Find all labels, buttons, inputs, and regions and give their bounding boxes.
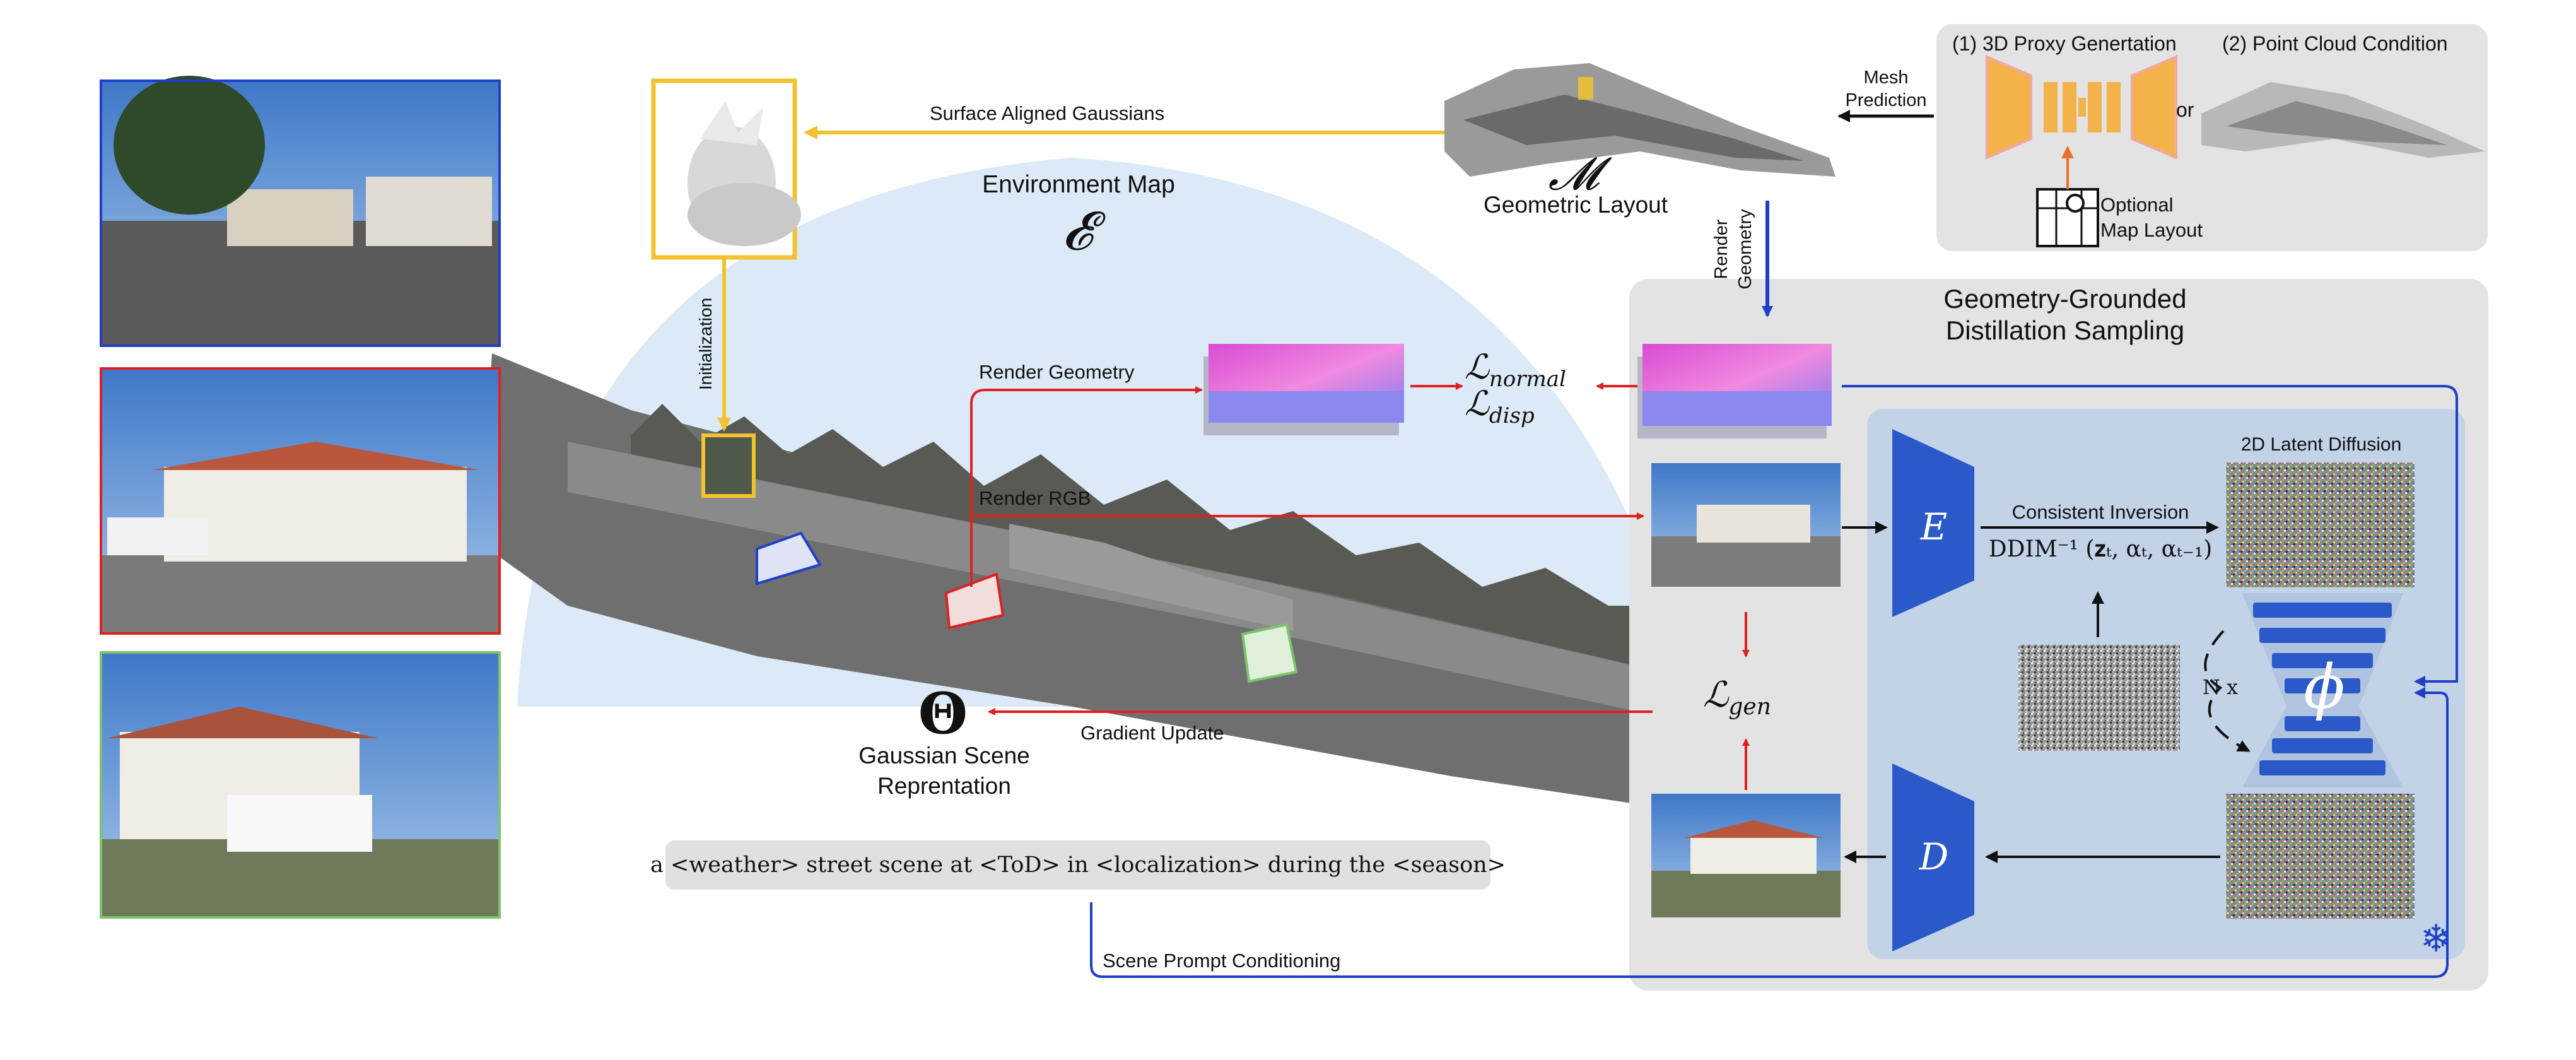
n-times-loop: [2204, 630, 2251, 752]
optional-map-layout-label: Optional: [2100, 194, 2173, 216]
decoder-block: [1892, 763, 1974, 951]
camera-frustum-green: [1241, 623, 1298, 683]
camera-frustum-red: [944, 572, 1005, 630]
gaussian-scene-label-2: Reprentation: [877, 773, 1011, 799]
render-geometry-label: Render Geometry: [979, 361, 1135, 383]
geometric-layout-label: Geometric Layout: [1484, 192, 1668, 218]
input-image-red: [100, 367, 501, 635]
render-rgb-label: Render RGB: [979, 487, 1091, 509]
ggds-title: Geometry-Grounded: [1943, 284, 2186, 314]
ggds-title-2: Distillation Sampling: [1946, 315, 2184, 345]
input-image-green: [100, 651, 501, 919]
theta-symbol: Θ: [918, 680, 968, 747]
render-geometry-vertical-label-2: Geometry: [1735, 209, 1755, 290]
unet-phi-block: [2242, 593, 2403, 787]
n-times-label: N x: [2203, 675, 2238, 699]
or-label: or: [2176, 98, 2194, 121]
snowflake-icon: ❄: [2420, 917, 2452, 961]
surface-aligned-gaussians-label: Surface Aligned Gaussians: [930, 102, 1164, 124]
loss-normal: ℒnormal: [1465, 347, 1566, 392]
point-cloud-condition-image: [2201, 82, 2485, 158]
latent-noise-bottom: [2227, 794, 2415, 919]
consistent-inversion-label: Consistent Inversion: [2012, 501, 2189, 523]
render-normal-stack-left: [1203, 344, 1404, 435]
scene-prompt-conditioning-label: Scene Prompt Conditioning: [1103, 950, 1340, 972]
phi-symbol: ϕ: [2304, 652, 2345, 722]
gaussian-noise-sample: [2018, 645, 2180, 751]
map-layout-icon: [2036, 188, 2099, 247]
geometric-layout-mesh: [1444, 63, 1835, 177]
gaussian-scene-cloud: [479, 353, 1703, 814]
initialization-label: Initialization: [696, 298, 715, 390]
loss-gen: ℒgen: [1703, 674, 1771, 720]
init-gaussian-crop: [701, 433, 756, 498]
camera-frustum-blue: [756, 531, 823, 586]
input-image-blue: [100, 76, 501, 347]
encoder-block: [1892, 429, 1974, 617]
decoded-image: [1651, 794, 1841, 917]
render-geometry-vertical-label: Render: [1711, 219, 1731, 279]
render-normal-stack-right: [1637, 344, 1832, 439]
point-cloud-condition-label: (2) Point Cloud Condition: [2222, 32, 2448, 55]
gaussian-scene-label: Gaussian Scene: [858, 743, 1030, 768]
mesh-prediction-label-2: Prediction: [1846, 90, 1927, 110]
loss-disp: ℒdisp: [1465, 384, 1535, 428]
mesh-prediction-label: Mesh: [1864, 68, 1909, 88]
environment-map-label: Environment Map: [982, 171, 1175, 198]
decoder-letter: D: [1919, 835, 1949, 878]
ddim-inversion-label: DDIM⁻¹ (𝐳ₜ, αₜ, αₜ₋₁): [1989, 536, 2213, 562]
scene-prompt-box: [665, 840, 1490, 890]
optional-map-layout-label-2: Map Layout: [2100, 219, 2203, 241]
render-geometry-arrow: [970, 386, 1203, 587]
scene-prompt-text: a <weather> street scene at <ToD> in <lo…: [650, 852, 1506, 878]
prompt-condition-line: [1090, 687, 2449, 978]
latent-noise-top: [2227, 462, 2415, 587]
render-rgb-image: [1651, 463, 1841, 587]
surface-gaussian-box: [651, 78, 801, 260]
gradient-update-label: Gradient Update: [1080, 722, 1224, 744]
encoder-letter: E: [1920, 505, 1947, 548]
geometry-condition-line: [1842, 385, 2458, 687]
proxy-generation-label: (1) 3D Proxy Genertation: [1952, 32, 2177, 55]
proxy-unet-icon: [1986, 54, 2177, 160]
latent-diffusion-label: 2D Latent Diffusion: [2241, 434, 2402, 455]
